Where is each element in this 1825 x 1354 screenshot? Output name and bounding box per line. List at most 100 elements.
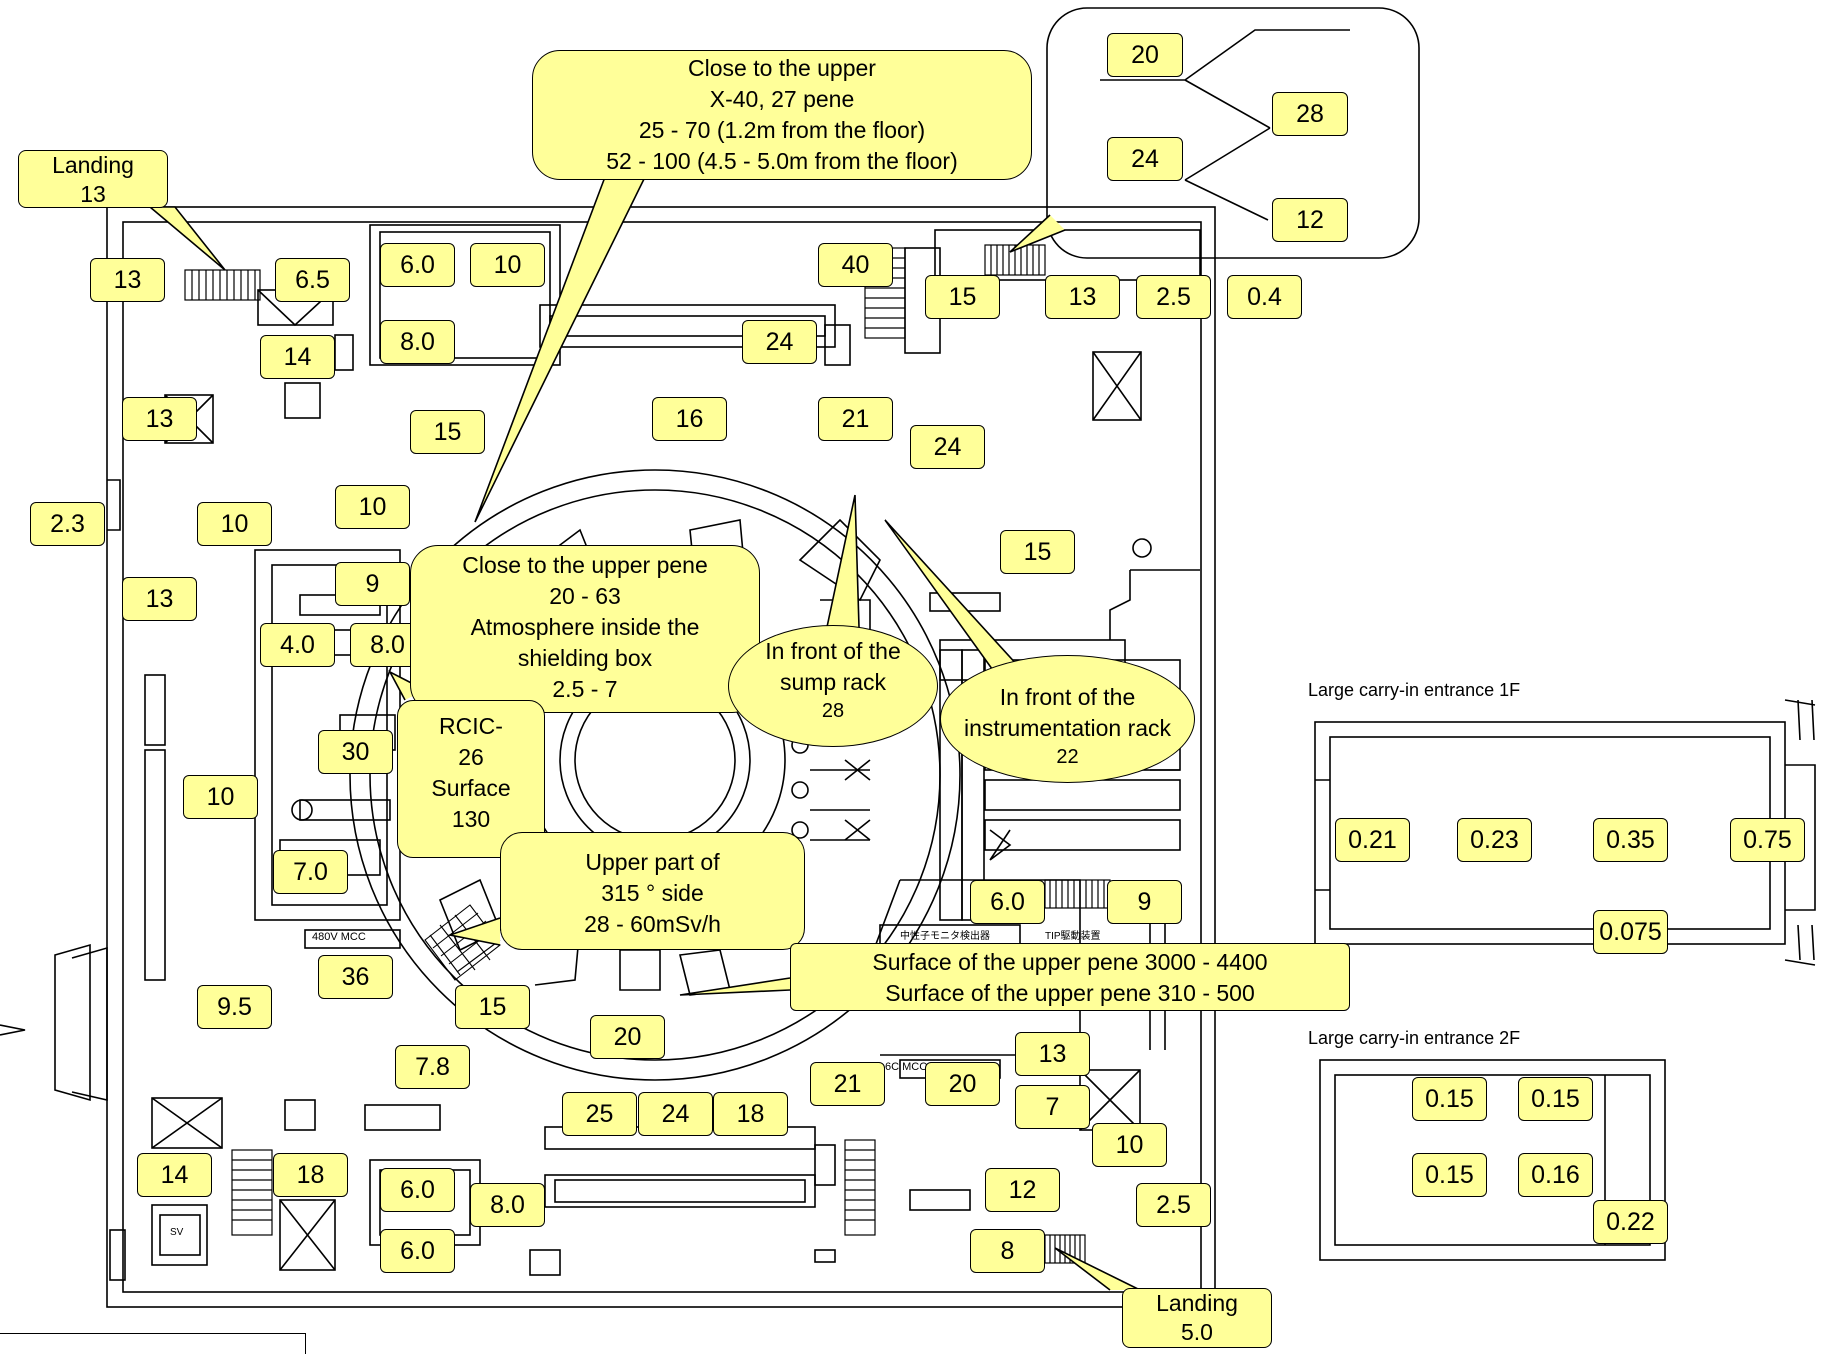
callout-line: 26: [458, 744, 484, 770]
callout-upper-pene: Close to the upper X-40, 27 pene 25 - 70…: [532, 50, 1032, 180]
callout-landing-bottom: Landing 5.0: [1122, 1288, 1272, 1348]
entrance-1f-value: 0.21: [1335, 818, 1410, 862]
dose-value: 10: [183, 775, 258, 819]
dose-value: 9: [335, 562, 410, 606]
dose-value: 9.5: [197, 985, 272, 1029]
dose-value: 18: [273, 1153, 348, 1197]
dose-value: 9: [1107, 880, 1182, 924]
entrance-2f-value: 0.15: [1518, 1077, 1593, 1121]
dose-value: 10: [470, 243, 545, 287]
entrance-1f-value: 0.075: [1593, 910, 1668, 954]
inset-value: 20: [1107, 33, 1183, 77]
entrance-2f-value: 0.22: [1593, 1200, 1668, 1244]
entrance-1f-value: 0.75: [1730, 818, 1805, 862]
callout-line: X-40, 27 pene: [709, 86, 855, 112]
dose-value: 20: [590, 1015, 665, 1059]
callout-line: 22: [1056, 746, 1079, 768]
dose-value: 10: [335, 485, 410, 529]
callout-line: 130: [451, 806, 491, 832]
callout-line: sump rack: [779, 669, 887, 695]
callout-line: 28: [821, 700, 845, 722]
dose-value: 7: [1015, 1085, 1090, 1129]
dose-value: 21: [818, 397, 893, 441]
callout-line: Landing: [52, 152, 134, 178]
entrance-2f-label: Large carry-in entrance 2F: [1308, 1028, 1521, 1048]
dose-value: 20: [925, 1062, 1000, 1106]
callout-line: shielding box: [517, 645, 653, 671]
neutron-monitor-label: 中性子モニタ検出器: [900, 931, 990, 942]
sv-label: SV: [170, 1227, 184, 1238]
entrance-1f-value: 0.23: [1457, 818, 1532, 862]
callout-upper-pene-shielding: Close to the upper pene 20 - 63 Atmosphe…: [410, 545, 760, 713]
dose-value: 8.0: [380, 320, 455, 364]
callout-surface-upper-pene: Surface of the upper pene 3000 - 4400 Su…: [790, 943, 1350, 1011]
callout-line: Surface of the upper pene 3000 - 4400: [872, 949, 1268, 975]
dose-value: 15: [925, 275, 1000, 319]
callout-line: 13: [80, 181, 106, 207]
dose-value: 10: [197, 502, 272, 546]
dose-value: 6.0: [970, 880, 1045, 924]
callout-instrumentation-rack: In front of the instrumentation rack 22: [940, 655, 1195, 783]
callout-line: In front of the: [999, 684, 1136, 710]
callout-landing-top: Landing 13: [18, 150, 168, 208]
dose-value: 24: [638, 1092, 713, 1136]
entrance-2f-value: 0.16: [1518, 1153, 1593, 1197]
dose-value: 14: [137, 1153, 212, 1197]
entrance-2f-value: 0.15: [1412, 1153, 1487, 1197]
dose-value: 7.8: [395, 1045, 470, 1089]
dose-value: 40: [818, 243, 893, 287]
dose-value: 13: [1015, 1032, 1090, 1076]
inset-value: 12: [1272, 198, 1348, 242]
callout-sump-rack: In front of the sump rack 28: [728, 625, 938, 747]
dose-value: 7.0: [273, 850, 348, 894]
dose-value: 12: [985, 1168, 1060, 1212]
dose-value: 15: [410, 410, 485, 454]
callout-line: Surface: [431, 775, 511, 801]
callout-line: Atmosphere inside the: [470, 614, 700, 640]
dose-value: 6.0: [380, 243, 455, 287]
mcc-480-label: 480V MCC: [312, 931, 366, 943]
dose-value: 13: [90, 258, 165, 302]
legend-box: [0, 1333, 306, 1354]
callout-line: 2.5 - 7: [552, 676, 618, 702]
dose-value: 25: [562, 1092, 637, 1136]
dose-value: 13: [122, 577, 197, 621]
dose-value: 14: [260, 335, 335, 379]
dose-value: 24: [742, 320, 817, 364]
callout-upper-part-315: Upper part of 315 ° side 28 - 60mSv/h: [500, 832, 805, 950]
inset-value: 24: [1107, 137, 1183, 181]
dose-value: 15: [455, 985, 530, 1029]
dose-value: 24: [910, 425, 985, 469]
tip-drive-label: TIP駆動装置: [1045, 931, 1101, 942]
dose-value: 15: [1000, 530, 1075, 574]
dose-value: 6.5: [275, 258, 350, 302]
dose-value: 10: [1092, 1123, 1167, 1167]
callout-line: 25 - 70 (1.2m from the floor): [638, 117, 926, 143]
callout-rcic: RCIC- 26 Surface 130: [397, 700, 545, 858]
callout-line: Landing: [1156, 1290, 1238, 1316]
callout-line: Close to the upper pene: [462, 552, 708, 578]
callout-line: 28 - 60mSv/h: [584, 911, 721, 937]
dose-value: 13: [122, 397, 197, 441]
entrance-2f-value: 0.15: [1412, 1077, 1487, 1121]
dose-value: 18: [713, 1092, 788, 1136]
dose-value: 4.0: [260, 623, 335, 667]
callout-line: Close to the upper: [688, 55, 876, 81]
dose-value: 2.5: [1136, 1183, 1211, 1227]
entrance-1f-value: 0.35: [1593, 818, 1668, 862]
entrance-1f-label: Large carry-in entrance 1F: [1308, 680, 1521, 700]
dose-value: 36: [318, 955, 393, 999]
dose-value: 6.0: [380, 1168, 455, 1212]
dose-value: 8: [970, 1229, 1045, 1273]
inset-value: 28: [1272, 92, 1348, 136]
mcc-b-label: 6C MCC: [885, 1061, 928, 1073]
dose-value: 30: [318, 730, 393, 774]
callout-line: RCIC-: [439, 713, 503, 739]
callout-line: In front of the: [765, 638, 901, 664]
dose-value: 16: [652, 397, 727, 441]
dose-value: 2.5: [1136, 275, 1211, 319]
callout-line: 20 - 63: [549, 583, 621, 609]
callout-line: 5.0: [1181, 1319, 1213, 1345]
